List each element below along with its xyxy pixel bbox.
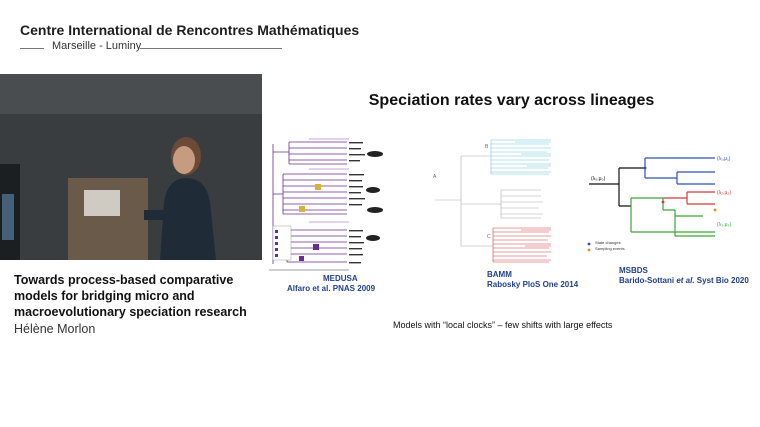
medusa-reference: Alfaro et al. PNAS 2009 <box>287 284 376 293</box>
header: Centre International de Rencontres Mathé… <box>0 0 760 74</box>
msbds-ref-journal: Syst Bio 2020 <box>694 276 749 285</box>
speaker-name: Hélène Morlon <box>14 322 96 336</box>
bamm-tree: B A C <box>433 139 551 263</box>
bamm-clade-label-b: B <box>485 144 489 150</box>
talk-info: Towards process-based comparative models… <box>14 272 254 336</box>
slide-footnote: Models with “local clocks” – few shifts … <box>393 320 613 330</box>
medusa-tree <box>269 138 383 271</box>
medusa-caption: MEDUSA <box>323 274 358 283</box>
org-title: Centre International de Rencontres Mathé… <box>20 22 360 38</box>
svg-text:(λ₂,μ₂): (λ₂,μ₂) <box>717 190 731 196</box>
svg-text:(λ₁,μ₁): (λ₁,μ₁) <box>717 156 731 162</box>
msbds-reference: Barido-Sottani et al. Syst Bio 2020 <box>619 276 749 285</box>
talk-title-line-1: Towards process-based comparative <box>14 273 234 287</box>
slide: Speciation rates vary across lineages <box>263 74 760 360</box>
svg-text:(λ₀,μ₀): (λ₀,μ₀) <box>591 176 606 182</box>
speaker-video-frame <box>0 74 262 260</box>
org-subtitle: Marseille - Luminy <box>46 40 148 52</box>
talk-title-line-2: models for bridging micro and <box>14 289 195 303</box>
svg-text:(λ₃,μ₃): (λ₃,μ₃) <box>717 222 732 228</box>
msbds-ref-etal: et al. <box>676 276 695 285</box>
divider-line-left <box>20 48 44 49</box>
bamm-clade-label-a: A <box>433 174 437 180</box>
speaker-video <box>0 74 262 260</box>
msbds-tree: (λ₀,μ₀) (λ₁,μ₁) (λ₂,μ₂) (λ₃,μ₃) <box>587 156 732 252</box>
msbds-ref-authors: Barido-Sottani <box>619 276 677 285</box>
msbds-legend: State changes Sampling events <box>595 240 625 252</box>
msbds-legend-state-changes: State changes <box>595 240 621 245</box>
msbds-caption: MSBDS <box>619 266 648 275</box>
divider-line-right <box>140 48 282 49</box>
bamm-caption: BAMM <box>487 270 512 279</box>
talk-title-line-3: macroevolutionary speciation research <box>14 305 247 319</box>
bamm-clade-label-c: C <box>487 234 491 240</box>
slide-title: Speciation rates vary across lineages <box>368 92 655 109</box>
bamm-reference: Rabosky PloS One 2014 <box>487 280 579 289</box>
msbds-legend-sampling-events: Sampling events <box>595 246 625 251</box>
bottom-area <box>0 360 760 427</box>
